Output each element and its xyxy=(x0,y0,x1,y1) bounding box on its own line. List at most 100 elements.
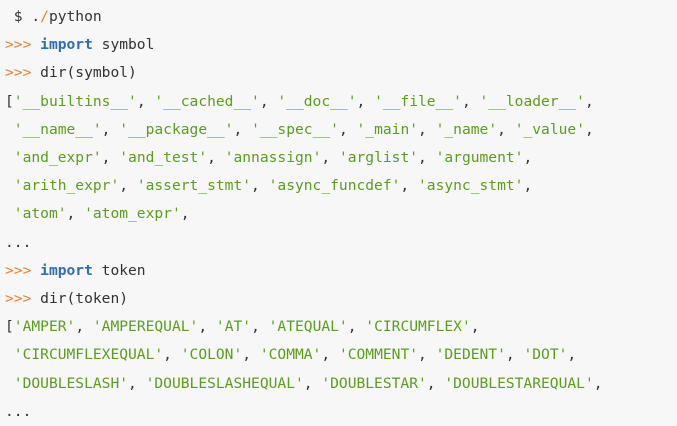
code-text: , xyxy=(505,346,524,364)
string-literal: 'COMMENT' xyxy=(338,346,419,364)
code-text: , xyxy=(251,177,269,195)
code-text: , xyxy=(119,177,137,195)
string-literal: 'COMMA' xyxy=(259,346,322,364)
code-text: , xyxy=(418,149,436,167)
code-text: ... xyxy=(5,233,32,251)
keyword: import xyxy=(40,36,93,54)
string-literal: 'atom_expr' xyxy=(84,205,181,223)
string-literal: 'ATEQUAL' xyxy=(268,318,348,336)
code-text: ... xyxy=(5,402,32,420)
code-text: , xyxy=(461,92,480,110)
string-literal: '__name__' xyxy=(13,120,102,138)
string-literal: 'DOT' xyxy=(523,346,568,364)
string-literal: '__file__' xyxy=(374,92,462,110)
code-line: 'DOUBLESLASH', 'DOUBLESLASHEQUAL', 'DOUB… xyxy=(5,370,603,398)
code-line: ... xyxy=(5,398,603,426)
code-line: $ ./python xyxy=(5,3,603,31)
string-literal: '_name' xyxy=(435,120,498,138)
code-line: ['__builtins__', '__cached__', '__doc__'… xyxy=(5,88,603,116)
code-text: symbol xyxy=(92,36,155,54)
code-text: , xyxy=(593,374,603,392)
string-literal: 'atom' xyxy=(13,205,67,223)
string-literal: 'CIRCUMFLEX' xyxy=(365,318,471,336)
code-line: 'CIRCUMFLEXEQUAL', 'COLON', 'COMMA', 'CO… xyxy=(5,341,603,369)
string-literal: 'annassign' xyxy=(224,149,322,167)
string-literal: 'and_expr' xyxy=(13,149,102,167)
code-text: , xyxy=(251,318,269,336)
code-text: , xyxy=(356,92,375,110)
code-text: [ xyxy=(5,92,14,110)
string-literal: 'AMPER' xyxy=(13,318,76,336)
string-literal: 'DOUBLESTAR' xyxy=(321,374,427,392)
code-text: , xyxy=(567,346,577,364)
code-line: 'arith_expr', 'assert_stmt', 'async_func… xyxy=(5,172,603,200)
string-literal: 'DOUBLESLASH' xyxy=(13,374,129,392)
code-text: dir(token) xyxy=(40,290,129,308)
code-text: / xyxy=(40,8,49,25)
code-line: '__name__', '__package__', '__spec__', '… xyxy=(5,116,603,144)
string-literal: '__package__' xyxy=(119,120,234,138)
code-text: , xyxy=(523,149,533,167)
string-literal: '__builtins__' xyxy=(13,92,137,110)
code-block: $ ./python>>> import symbol>>> dir(symbo… xyxy=(5,3,603,426)
string-literal: 'DEDENT' xyxy=(435,346,506,364)
code-text: , xyxy=(75,318,93,336)
string-literal: 'and_test' xyxy=(119,149,208,167)
code-text: , xyxy=(523,177,533,195)
code-line: >>> import symbol xyxy=(5,31,603,59)
string-literal: 'DOUBLESTAREQUAL' xyxy=(444,374,594,392)
string-literal: '__spec__' xyxy=(251,120,339,138)
code-line: >>> import token xyxy=(5,257,603,285)
code-text xyxy=(5,177,14,194)
repl-prompt: >>> xyxy=(5,261,41,279)
string-literal: 'AMPEREQUAL' xyxy=(92,318,199,336)
string-literal: '__loader__' xyxy=(479,92,585,110)
code-text: , xyxy=(338,120,357,138)
code-line: ['AMPER', 'AMPEREQUAL', 'AT', 'ATEQUAL',… xyxy=(5,313,603,341)
code-text: , xyxy=(207,149,225,167)
string-literal: 'assert_stmt' xyxy=(136,177,252,195)
code-text: , xyxy=(259,92,278,110)
code-text xyxy=(5,375,14,392)
keyword: import xyxy=(40,261,93,279)
code-text: , xyxy=(136,92,155,110)
repl-prompt: >>> xyxy=(5,64,41,82)
code-text: , xyxy=(128,374,146,392)
code-text: , xyxy=(418,346,436,364)
code-text xyxy=(5,121,14,138)
string-literal: 'argument' xyxy=(435,149,524,167)
repl-prompt: >>> xyxy=(5,36,41,54)
code-text: , xyxy=(180,205,190,223)
code-line: 'atom', 'atom_expr', xyxy=(5,200,603,228)
code-text xyxy=(5,149,14,166)
string-literal: '__cached__' xyxy=(154,92,260,110)
code-line: 'and_expr', 'and_test', 'annassign', 'ar… xyxy=(5,144,603,172)
string-literal: 'AT' xyxy=(215,318,252,336)
code-text: , xyxy=(101,120,120,138)
string-literal: 'CIRCUMFLEXEQUAL' xyxy=(13,346,164,364)
code-line: >>> dir(token) xyxy=(5,285,603,313)
code-text: , xyxy=(400,177,418,195)
code-text: , xyxy=(426,374,445,392)
code-text: token xyxy=(92,261,146,279)
string-literal: '_value' xyxy=(514,120,585,138)
string-literal: '_main' xyxy=(356,120,419,138)
code-text: , xyxy=(497,120,515,138)
code-line: ... xyxy=(5,229,603,257)
code-text: $ . xyxy=(5,8,41,25)
code-text: , xyxy=(233,120,252,138)
code-text: , xyxy=(101,149,120,167)
repl-prompt: >>> xyxy=(5,290,41,308)
string-literal: 'COLON' xyxy=(180,346,243,364)
string-literal: 'async_stmt' xyxy=(418,177,524,195)
string-literal: 'async_funcdef' xyxy=(268,177,401,195)
code-text: , xyxy=(347,318,366,336)
string-literal: 'arith_expr' xyxy=(13,177,120,195)
code-text: , xyxy=(66,205,85,223)
code-text: , xyxy=(321,346,339,364)
code-text: , xyxy=(321,149,339,167)
code-line: >>> dir(symbol) xyxy=(5,59,603,87)
string-literal: '__doc__' xyxy=(277,92,357,110)
code-text: [ xyxy=(5,318,14,336)
code-text: , xyxy=(418,120,436,138)
